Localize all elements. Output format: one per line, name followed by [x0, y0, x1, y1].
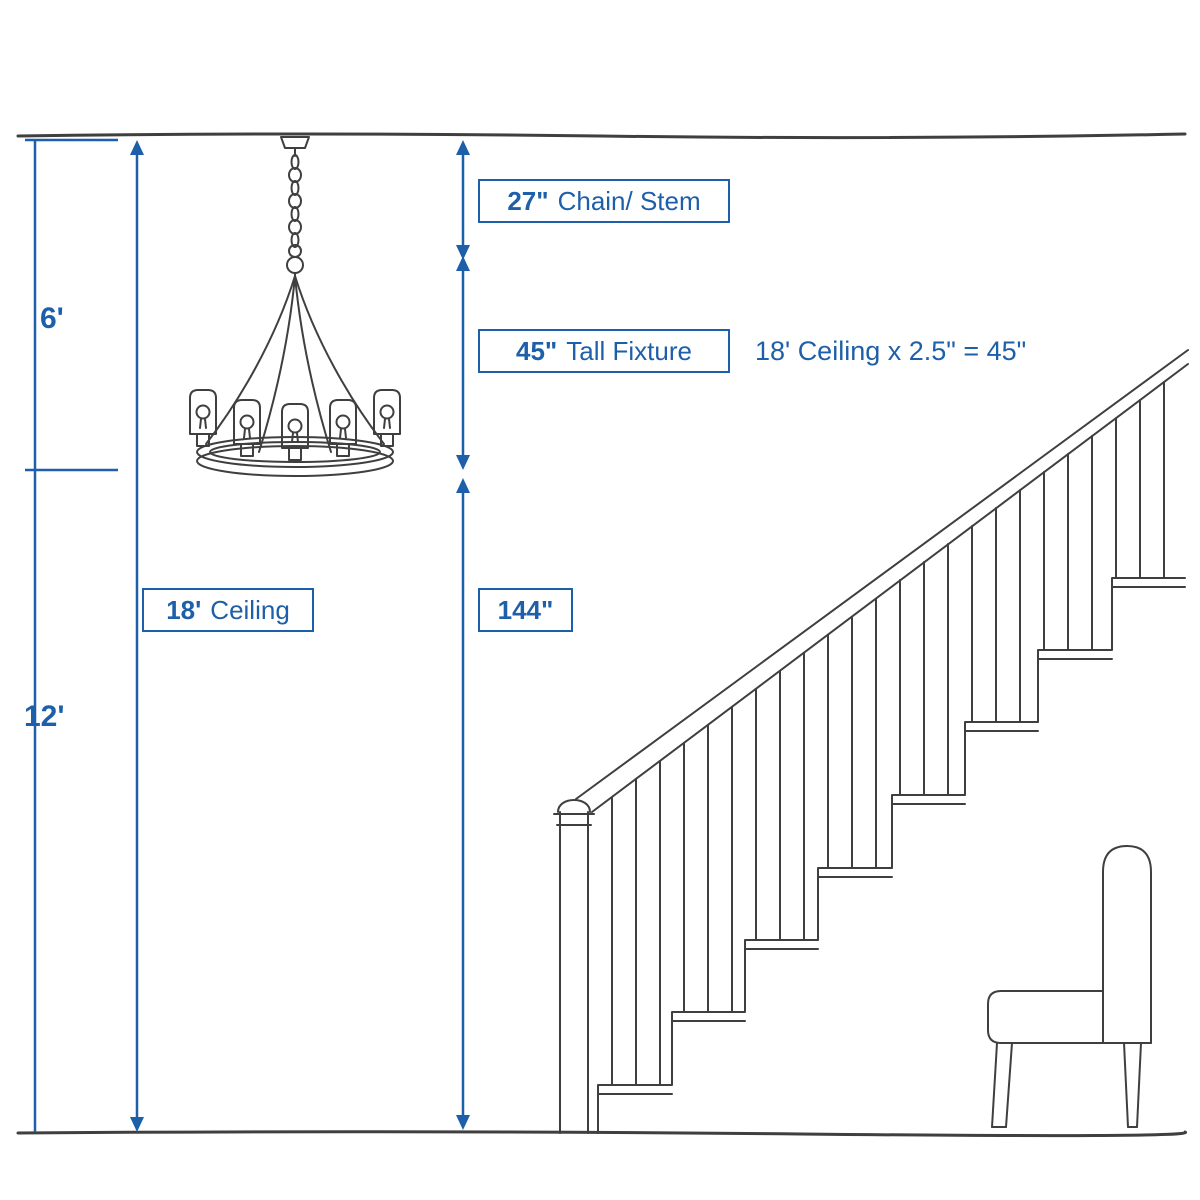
- staircase-drawing: [553, 349, 1189, 1134]
- ceiling-line: [16, 132, 1187, 140]
- ceiling-height-value: 18': [166, 594, 202, 625]
- chain-stem-label: 27" Chain/ Stem: [478, 179, 730, 223]
- floor-line: [16, 1130, 1187, 1138]
- upper-height-label: 6': [40, 302, 64, 335]
- drop-length-label: 144": [478, 588, 573, 632]
- ceiling-height-text: Ceiling: [210, 594, 290, 625]
- dimension-lines: [25, 138, 470, 1132]
- ceiling-equation-label: 18' Ceiling x 2.5" = 45": [755, 335, 1027, 366]
- chandelier-drawing: [189, 136, 401, 477]
- chair-drawing: [987, 845, 1152, 1128]
- drop-length-value: 144": [497, 594, 554, 625]
- tall-fixture-value: 45": [516, 335, 558, 366]
- tall-fixture-text: Tall Fixture: [566, 335, 692, 366]
- lower-height-label: 12': [24, 700, 65, 733]
- chain-stem-value: 27": [507, 185, 549, 216]
- chain-stem-text: Chain/ Stem: [557, 185, 701, 216]
- tall-fixture-label: 45" Tall Fixture: [478, 329, 730, 373]
- ceiling-height-label: 18' Ceiling: [142, 588, 314, 632]
